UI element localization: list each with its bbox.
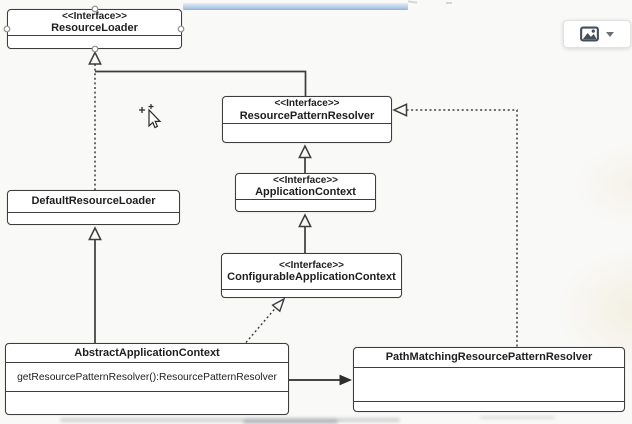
- connector-generalization-cac-to-ac[interactable]: [298, 213, 312, 253]
- photo-artifact: [407, 0, 418, 4]
- node-title: PathMatchingResourcePatternResolver: [354, 348, 624, 367]
- class-name-label: ResourcePatternResolver: [239, 109, 375, 122]
- realization-arrowhead: [271, 297, 286, 313]
- method-compartment: getResourcePatternResolver():ResourcePat…: [6, 362, 288, 391]
- empty-compartment: [236, 199, 375, 211]
- class-name-label: ResourceLoader: [51, 22, 138, 34]
- realization-arrowhead: [392, 103, 408, 117]
- uml-node-application-context[interactable]: <<Interface>> ApplicationContext: [235, 173, 376, 212]
- class-name-label: AbstractApplicationContext: [74, 346, 220, 359]
- uml-node-path-matching-resource-pattern-resolver[interactable]: PathMatchingResourcePatternResolver: [353, 347, 625, 412]
- connector-generalization-ac-to-rpr[interactable]: [298, 144, 312, 173]
- association-arrowhead: [339, 374, 352, 386]
- selection-highlight-bar: [183, 3, 408, 10]
- node-title: <<Interface>> ConfigurableApplicationCon…: [222, 254, 401, 289]
- connector-realization-aac-to-cac[interactable]: [245, 297, 286, 343]
- node-title: AbstractApplicationContext: [6, 344, 288, 362]
- image-hover-toolbar[interactable]: [563, 20, 631, 48]
- uml-node-default-resource-loader[interactable]: DefaultResourceLoader: [7, 190, 180, 225]
- empty-compartment: [223, 123, 391, 142]
- empty-compartment: [354, 367, 624, 401]
- connector-generalization-aac-to-drl[interactable]: [88, 226, 102, 343]
- empty-compartment: [6, 391, 288, 414]
- move-cursor-icon: [139, 104, 162, 129]
- node-title: <<Interface>> ResourceLoader: [8, 10, 181, 35]
- node-title: <<Interface>> ApplicationContext: [236, 174, 375, 199]
- photo-artifact: [60, 418, 400, 422]
- generalization-arrowhead: [298, 213, 312, 228]
- photo-artifact: [243, 419, 338, 424]
- uml-node-resource-loader[interactable]: <<Interface>> ResourceLoader: [7, 9, 182, 49]
- image-icon[interactable]: [580, 26, 599, 42]
- class-name-label: ConfigurableApplicationContext: [227, 271, 396, 283]
- empty-compartment: [222, 289, 401, 297]
- photo-artifact: [446, 2, 452, 4]
- generalization-arrowhead: [88, 50, 102, 65]
- uml-node-resource-pattern-resolver[interactable]: <<Interface>> ResourcePatternResolver: [222, 96, 392, 143]
- connector-association-aac-to-pmr[interactable]: [289, 374, 352, 386]
- stereotype-label: <<Interface>>: [274, 98, 340, 109]
- photo-artifact: [480, 416, 555, 419]
- node-title: DefaultResourceLoader: [8, 191, 179, 212]
- class-name-label: DefaultResourceLoader: [31, 195, 156, 208]
- connector-realization-pmr-to-rpr[interactable]: [392, 103, 518, 347]
- stereotype-label: <<Interface>>: [272, 174, 339, 186]
- uml-node-configurable-application-context[interactable]: <<Interface>> ConfigurableApplicationCon…: [221, 253, 402, 298]
- class-name-label: PathMatchingResourcePatternResolver: [385, 351, 593, 364]
- empty-compartment: [8, 35, 181, 48]
- uml-node-abstract-application-context[interactable]: AbstractApplicationContext getResourcePa…: [5, 343, 289, 415]
- stereotype-label: <<Interface>>: [61, 10, 128, 22]
- class-name-label: ApplicationContext: [255, 186, 356, 198]
- stereotype-label: <<Interface>>: [278, 259, 345, 271]
- node-title: <<Interface>> ResourcePatternResolver: [223, 97, 391, 123]
- method-label: getResourcePatternResolver():ResourcePat…: [17, 371, 277, 383]
- empty-compartment: [354, 401, 624, 411]
- connector-generalization-rpr-to-resourceloader[interactable]: [95, 70, 307, 97]
- empty-compartment: [8, 212, 179, 224]
- chevron-down-icon[interactable]: [606, 31, 614, 37]
- generalization-arrowhead: [298, 144, 312, 159]
- generalization-arrowhead: [88, 226, 102, 241]
